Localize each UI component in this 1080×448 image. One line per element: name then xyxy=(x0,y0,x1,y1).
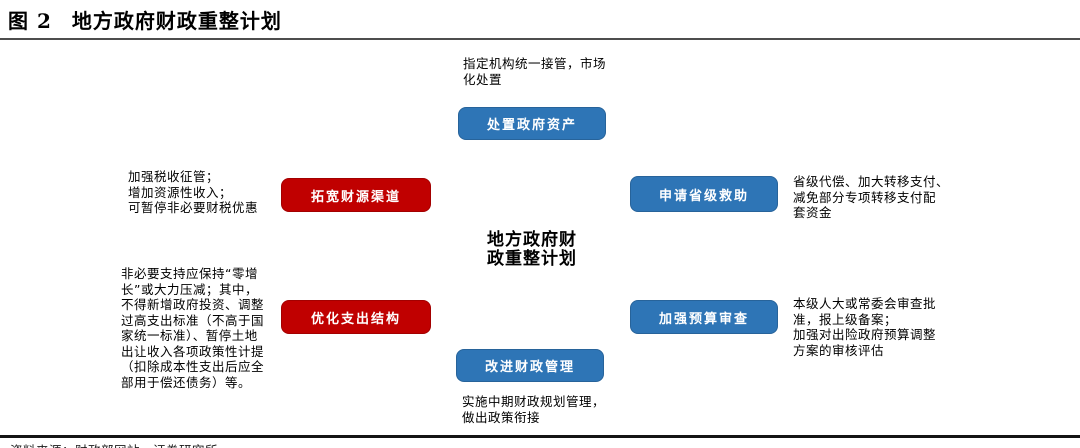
node-label: 改进财政管理 xyxy=(484,360,575,375)
header-divider xyxy=(0,38,1080,40)
node-label: 申请省级救助 xyxy=(658,188,749,204)
annotation-fiscal-management: 实施中期财政规划管理， 做出政策衔接 xyxy=(462,394,606,425)
node-improve-fiscal-management: 改进财政管理 xyxy=(456,349,604,382)
figure-title: 图 2 地方政府财政重整计划 xyxy=(8,5,282,34)
node-label: 拓宽财源渠道 xyxy=(310,189,401,205)
node-dispose-government-assets: 处置政府资产 xyxy=(458,107,606,140)
annotation-provincial-aid: 省级代偿、加大转移支付、 减免部分专项转移支付配 套资金 xyxy=(793,174,950,220)
node-label: 处置政府资产 xyxy=(486,118,577,133)
footer-source-partial: 资料来源：财政部网站，证券研究所 xyxy=(10,440,218,448)
annotation-dispose-assets: 指定机构统一接管，市场 化处置 xyxy=(463,56,607,87)
node-label: 加强预算审查 xyxy=(658,311,749,327)
annotation-broaden-revenue: 加强税收征管； 增加资源性收入； 可暂停非必要财税优惠 xyxy=(128,169,259,215)
node-broaden-revenue-channels: 拓宽财源渠道 xyxy=(281,178,431,212)
annotation-budget-review: 本级人大或常委会审查批 准，报上级备案； 加强对出险政府预算调整 方案的审核评估 xyxy=(793,296,937,358)
node-label: 优化支出结构 xyxy=(310,311,401,327)
annotation-optimize-expenditure: 非必要支持应保持“零增 长”或大力压减；其中， 不得新增政府投资、调整 过高支出… xyxy=(121,266,265,390)
footer-divider xyxy=(0,435,1080,438)
center-plan-label: 地方政府财 政重整计划 xyxy=(487,230,577,269)
node-apply-provincial-aid: 申请省级救助 xyxy=(630,176,778,212)
figure-label: 图 2 xyxy=(8,9,52,33)
node-strengthen-budget-review: 加强预算审查 xyxy=(630,300,778,334)
figure-title-text: 地方政府财政重整计划 xyxy=(71,9,282,33)
node-optimize-expenditure-structure: 优化支出结构 xyxy=(281,300,431,334)
